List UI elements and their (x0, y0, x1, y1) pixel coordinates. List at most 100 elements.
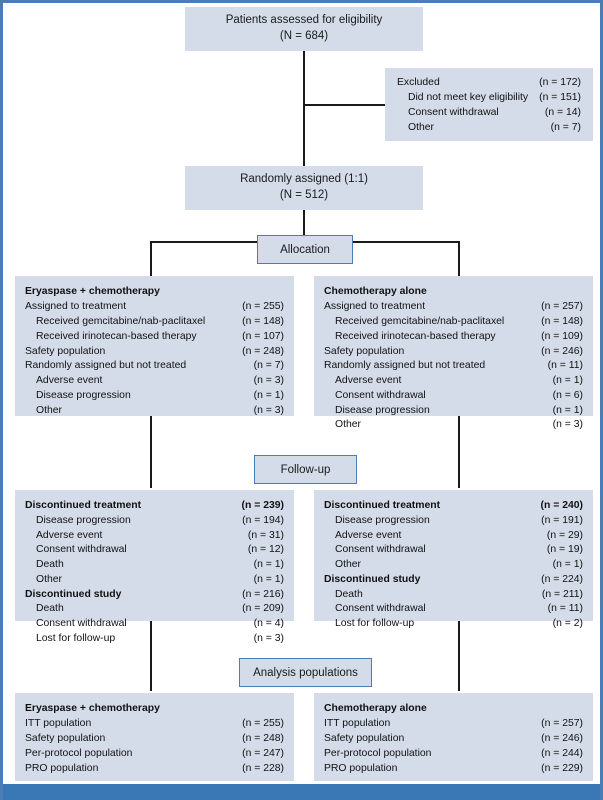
allocation-right-header: Chemotherapy alone (324, 286, 427, 297)
flow-row-label: Randomly assigned but not treated (25, 360, 187, 372)
flow-row: PRO population(n = 228) (25, 762, 284, 777)
flow-row-label: Disease progression (36, 389, 131, 401)
flow-row: Adverse event(n = 1) (324, 374, 583, 389)
flow-row-label: Other (36, 573, 62, 585)
flow-row: Disease progression(n = 194) (25, 514, 284, 529)
allocation-right-rows: Assigned to treatment(n = 257)Received g… (324, 300, 583, 433)
flow-row-value: (n = 12) (247, 544, 284, 556)
connector-left-followup-to-analysis (150, 621, 152, 691)
flow-row: Consent withdrawal (n = 19) (324, 543, 583, 558)
flow-row-label: Consent withdrawal (335, 389, 426, 401)
flow-row-label: Lost for follow-up (36, 632, 116, 644)
flow-row-value: (n = 191) (541, 514, 583, 526)
flow-row-value: (n = 148) (242, 316, 284, 328)
flow-row: Death(n = 211) (324, 588, 583, 603)
flow-row: Adverse event(n = 29) (324, 529, 583, 544)
analysis-left-box: Eryaspase + chemotherapy ITT population(… (15, 693, 294, 781)
analysis-right-header: Chemotherapy alone (324, 703, 427, 714)
flow-row-label: Safety population (25, 733, 106, 745)
flow-row: Adverse event(n = 3) (25, 374, 284, 389)
analysis-left-header: Eryaspase + chemotherapy (25, 703, 160, 714)
flow-row-label: Consent withdrawal (36, 618, 127, 630)
flow-row: Lost for follow-up(n = 2) (324, 617, 583, 632)
connector-left-arm-down (150, 241, 152, 277)
flow-row-value: (n = 1) (552, 404, 583, 416)
flow-row-value: (n = 11) (547, 603, 583, 615)
flow-row: Other(n = 7) (397, 120, 581, 135)
flow-row: Disease progression (n = 1) (25, 389, 284, 404)
flow-row-value: (n = 14) (544, 107, 581, 119)
flow-row: Excluded (n = 172) (397, 75, 581, 90)
enrollment-title: Patients assessed for eligibility (225, 14, 383, 27)
flow-row: Other (n = 1) (25, 573, 284, 588)
flow-row-value: (n = 255) (242, 301, 284, 313)
flow-row: Death(n = 209) (25, 602, 284, 617)
flow-row-label: Discontinued study (25, 588, 122, 600)
stage-label-followup: Follow-up (254, 455, 357, 484)
connector-left-allocation-to-followup (150, 416, 152, 488)
flow-row-value: (n = 109) (541, 330, 583, 342)
flow-row: Assigned to treatment(n = 257) (324, 300, 583, 315)
flow-row-label: Consent withdrawal (36, 544, 127, 556)
flow-row: PRO population(n = 229) (324, 762, 583, 777)
allocation-right-box: Chemotherapy alone Assigned to treatment… (314, 276, 593, 430)
analysis-right-rows: ITT population(n = 257)Safety population… (324, 717, 583, 776)
flow-row-label: Lost for follow-up (335, 618, 415, 630)
flow-row-value: (n = 257) (541, 301, 583, 313)
flow-row-label: Consent withdrawal (335, 544, 426, 556)
excluded-box: Excluded(n = 172)Did not meet key eligib… (385, 68, 593, 141)
flow-row: Consent withdrawal (n = 6) (324, 389, 583, 404)
followup-left-box: Discontinued treatment(n = 239)Disease p… (15, 490, 294, 644)
flow-row: Safety population(n = 248) (25, 345, 284, 360)
flow-row-label: Assigned to treatment (25, 301, 127, 313)
flow-row-label: Adverse event (335, 375, 402, 387)
flow-row-value: (n = 247) (242, 747, 284, 759)
flow-row-label: Disease progression (36, 514, 131, 526)
flow-row: ITT population(n = 257) (324, 717, 583, 732)
flow-row: Safety population(n = 246) (324, 732, 583, 747)
flow-row: Consent withdrawal(n = 11) (324, 602, 583, 617)
flow-row-value: (n = 6) (552, 389, 583, 401)
connector-to-excluded (303, 104, 385, 106)
flow-row-label: Safety population (324, 733, 405, 745)
flow-row-value: (n = 257) (541, 718, 583, 730)
followup-right-box: Discontinued treatment(n = 240)Disease p… (314, 490, 593, 629)
flow-row: Received irinotecan-based therapy (n = 10… (324, 330, 583, 345)
flow-row-value: (n = 240) (540, 500, 583, 511)
flow-row-value: (n = 172) (539, 77, 581, 88)
flow-row-value: (n = 19) (546, 544, 583, 556)
flow-row-label: ITT population (25, 718, 92, 730)
flow-row: Other(n = 3) (324, 418, 583, 433)
flow-row-value: (n = 216) (242, 588, 284, 600)
flow-row: Randomly assigned but not treated (n = 7) (25, 359, 284, 374)
flow-row-label: Randomly assigned but not treated (324, 360, 486, 372)
flow-row-label: Received gemcitabine/nab-paclitaxel (335, 316, 505, 328)
flow-row-value: (n = 1) (552, 559, 583, 571)
flow-row-label: Adverse event (36, 375, 103, 387)
flow-row-value: (n = 1) (253, 389, 284, 401)
flow-row-value: (n = 151) (539, 92, 581, 104)
flow-row-value: (n = 1) (253, 573, 284, 585)
allocation-left-rows: Assigned to treatment(n = 255)Received g… (25, 300, 284, 418)
flow-row-label: Discontinued study (324, 573, 421, 585)
flow-row: Consent withdrawal(n = 4) (25, 617, 284, 632)
flow-row: Randomly assigned but not treated(n = 11… (324, 359, 583, 374)
flow-row-label: Excluded (397, 77, 440, 88)
followup-left-rows: Discontinued treatment(n = 239)Disease p… (25, 499, 284, 647)
flow-row-label: Received irinotecan-based therapy (335, 330, 496, 342)
stage-label-analysis: Analysis populations (239, 658, 372, 687)
stage-label-allocation-text: Allocation (280, 243, 330, 256)
flow-row-value: (n = 7) (253, 360, 284, 372)
randomization-title: Randomly assigned (1:1) (240, 173, 368, 186)
stage-label-followup-text: Follow-up (280, 463, 331, 476)
flow-row-value: (n = 148) (541, 316, 583, 328)
flow-row-label: Other (36, 404, 62, 416)
randomization-count: (N = 512) (279, 189, 329, 201)
flow-row-value: (n = 239) (241, 500, 284, 511)
stage-label-analysis-text: Analysis populations (253, 666, 358, 679)
flow-row: Per-protocol population(n = 244) (324, 747, 583, 762)
flow-row: Other(n = 3) (25, 404, 284, 419)
flow-row: ITT population(n = 255) (25, 717, 284, 732)
flow-row: Safety population(n = 246) (324, 345, 583, 360)
